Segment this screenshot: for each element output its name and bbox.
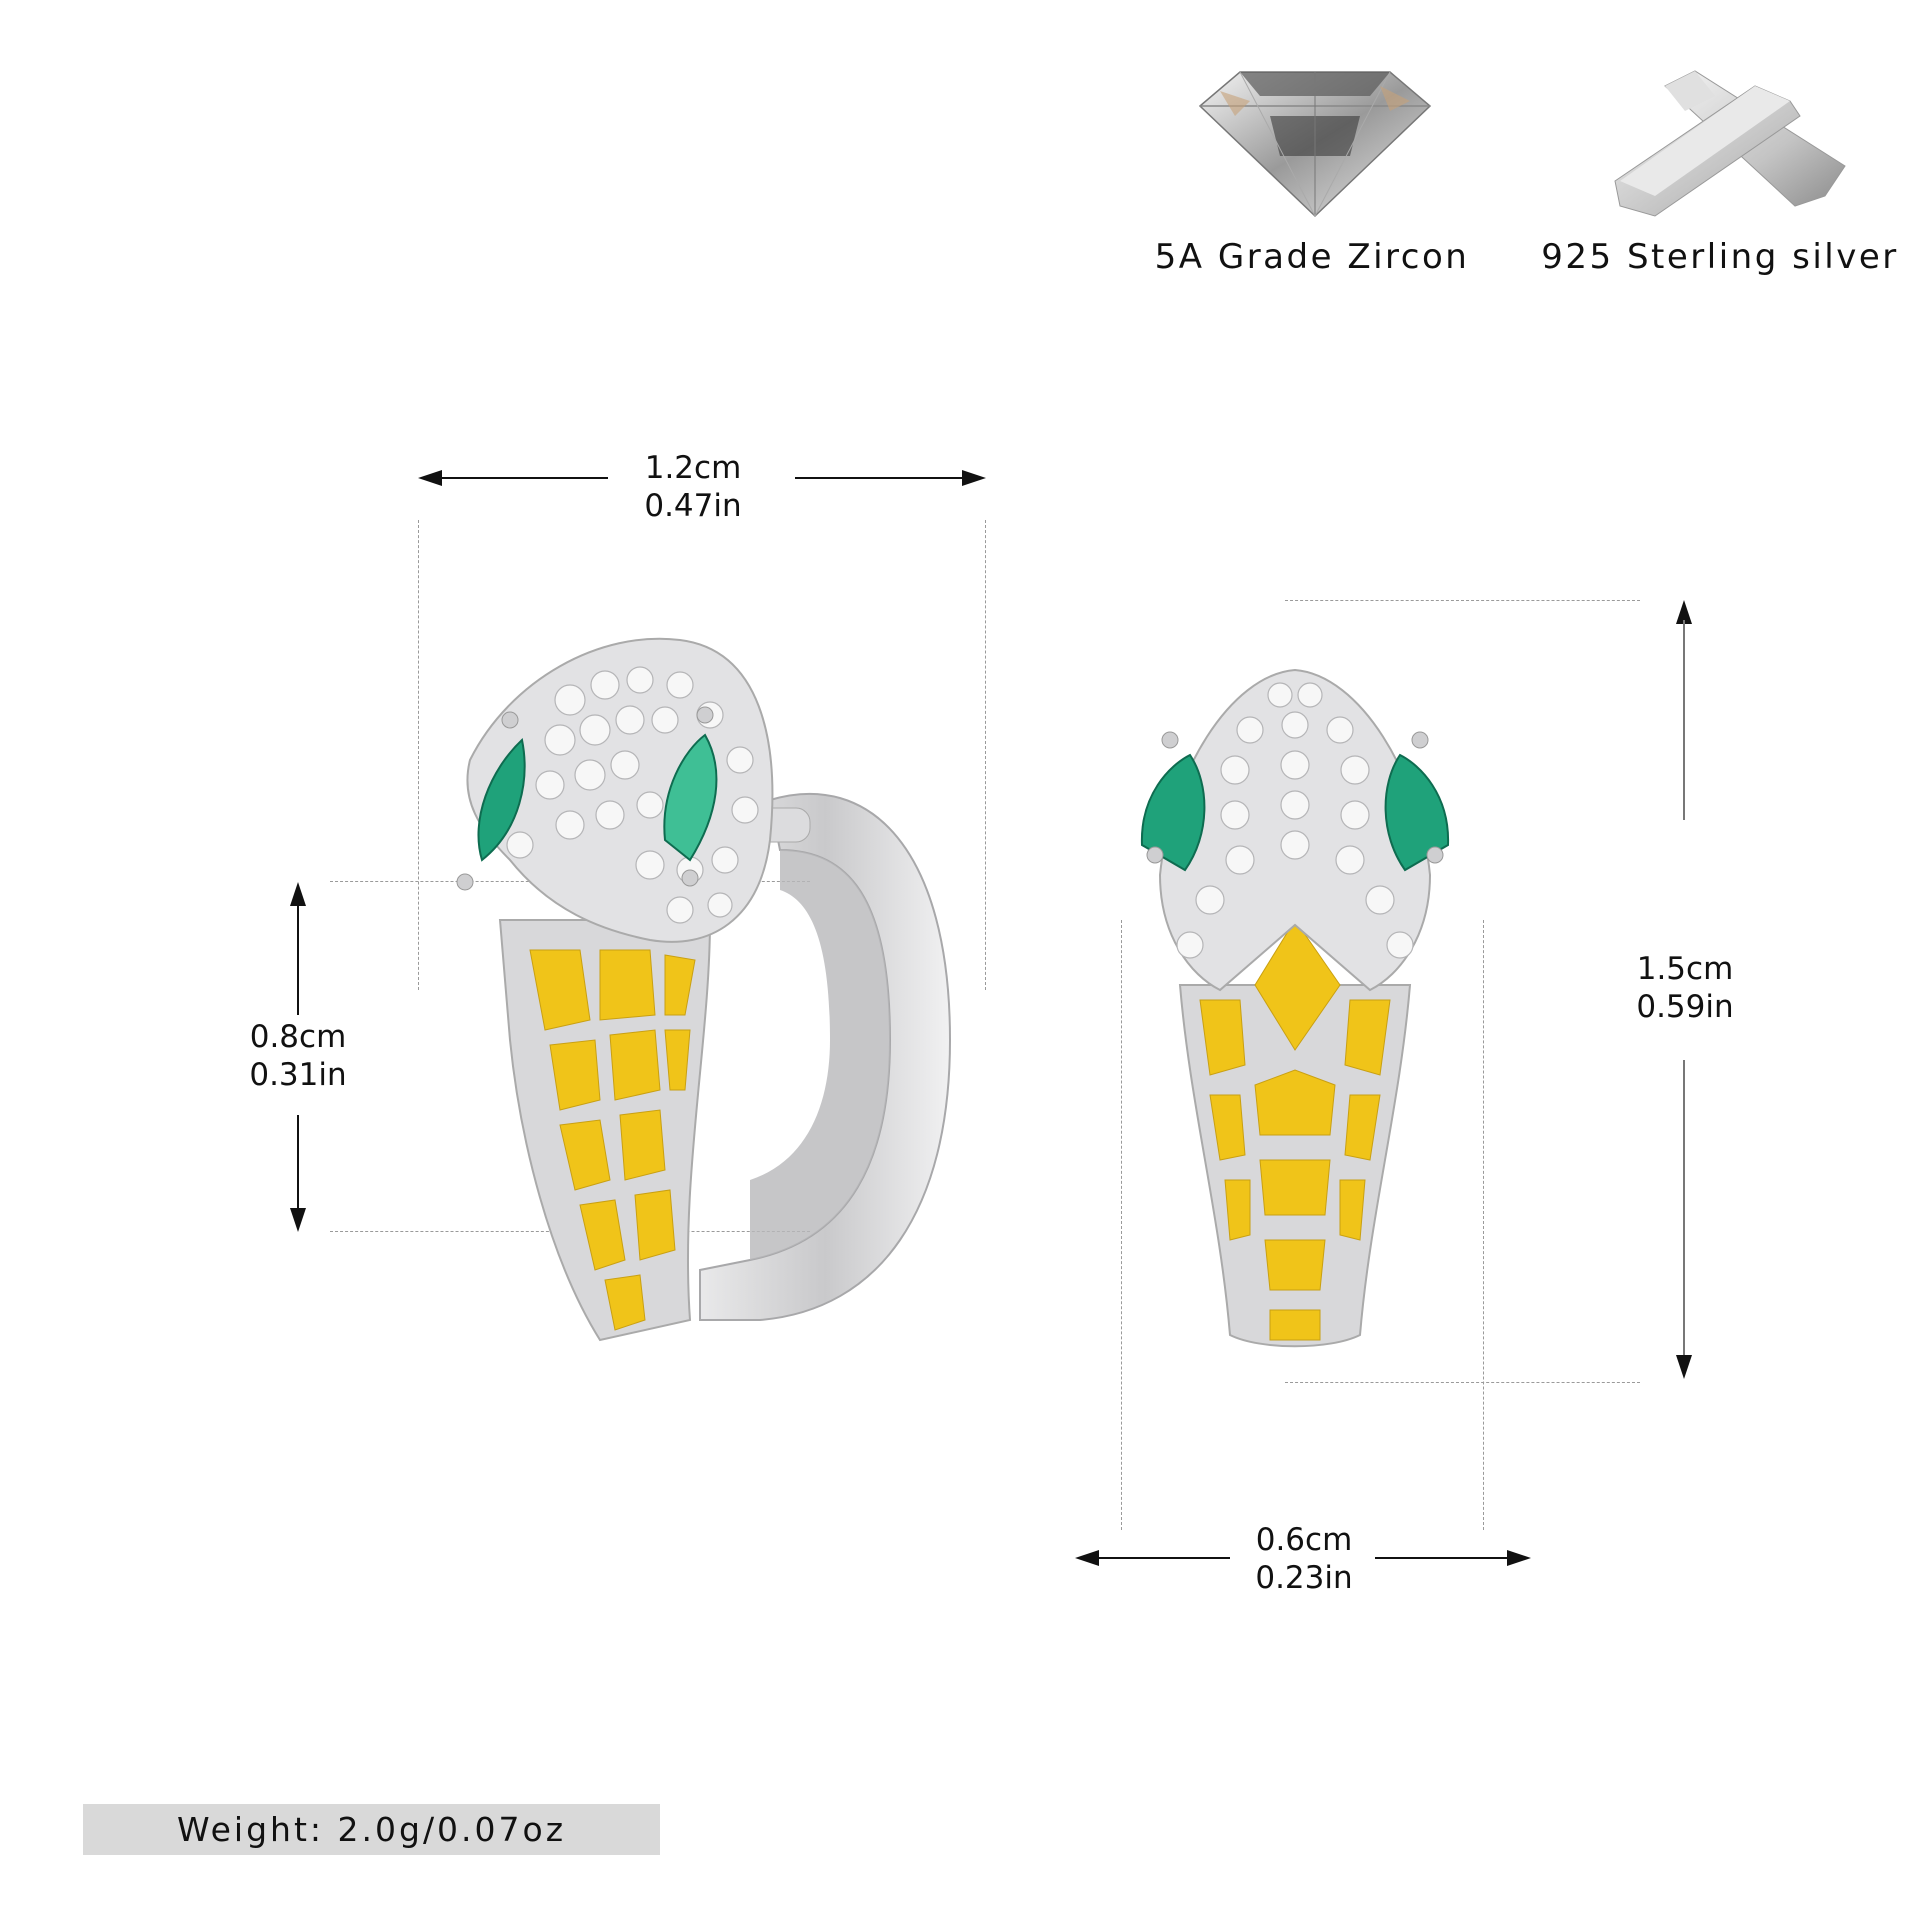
weight-badge: Weight: 2.0g/0.07oz (83, 1804, 660, 1855)
silver-feature: 925 Sterling silver (1541, 50, 1896, 277)
earring-front-view (1140, 668, 1450, 1348)
zircon-label: 5A Grade Zircon (1154, 237, 1470, 277)
guide-line (1483, 920, 1484, 1530)
dimension-line (430, 477, 608, 479)
arrow-up-icon (290, 882, 306, 906)
arrow-left-icon (1075, 1550, 1099, 1566)
zircon-gem-icon (1198, 71, 1432, 218)
guide-line (1285, 1382, 1640, 1383)
arrow-right-icon (962, 470, 986, 486)
arrow-up-icon (1676, 600, 1692, 624)
guide-line (1285, 600, 1640, 601)
guide-line (418, 520, 419, 990)
dimension-line (297, 900, 299, 1015)
front-width-label: 0.6cm 0.23in (1255, 1522, 1353, 1596)
arrow-down-icon (1676, 1355, 1692, 1379)
arrow-down-icon (290, 1208, 306, 1232)
front-height-label: 1.5cm 0.59in (1636, 951, 1734, 1025)
earring-side-view (456, 637, 952, 1342)
dimension-line (1375, 1557, 1515, 1559)
silver-bars-icon (1614, 70, 1846, 217)
dimension-line (1683, 620, 1685, 820)
zircon-feature: 5A Grade Zircon (1155, 50, 1467, 277)
hoop-width-label: 1.2cm 0.47in (644, 450, 742, 524)
dimension-line (1683, 1060, 1685, 1360)
dimension-line (1090, 1557, 1230, 1559)
dimension-line (795, 477, 973, 479)
hoop-height-label: 0.8cm 0.31in (249, 1019, 347, 1093)
guide-line (1121, 920, 1122, 1530)
dimension-line (297, 1115, 299, 1215)
guide-line (985, 520, 986, 990)
weight-text: Weight: 2.0g/0.07oz (176, 1810, 567, 1849)
silver-label: 925 Sterling silver (1541, 237, 1899, 277)
arrow-right-icon (1507, 1550, 1531, 1566)
